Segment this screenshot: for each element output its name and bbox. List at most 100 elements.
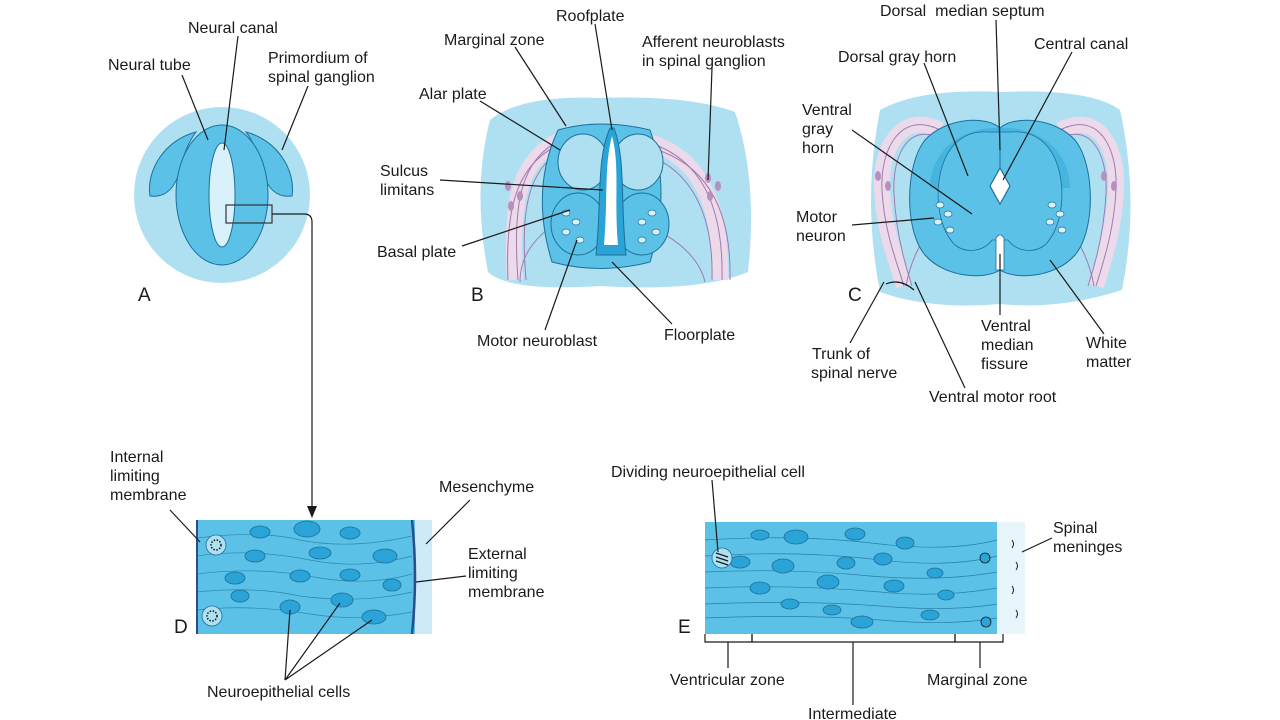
- panel-e-nucleus: [822, 604, 842, 616]
- label-white-matter-line2: matter: [1086, 354, 1132, 371]
- panel-b-motor-neuroblast: [571, 218, 581, 226]
- label-sulcus-line1: Sulcus: [380, 163, 428, 180]
- label-internal-line3: membrane: [110, 487, 187, 504]
- panel-b-figure: Roofplate Marginal zone Afferent neurobl…: [377, 8, 785, 350]
- panel-e-nucleus: [937, 589, 955, 601]
- label-alar-plate: Alar plate: [419, 86, 487, 103]
- label-sulcus-line2: limitans: [380, 182, 434, 199]
- panel-e-nucleus: [844, 527, 866, 541]
- panel-d-nucleus: [361, 609, 387, 625]
- panel-e-nucleus: [749, 581, 771, 595]
- panel-d-nucleus: [249, 525, 271, 539]
- panel-e-dividing-chromosomes: [715, 552, 729, 566]
- label-afferent-line2: in spinal ganglion: [642, 53, 766, 70]
- panel-d-dividing-cell: [205, 534, 227, 556]
- panel-e-nucleus: [816, 574, 840, 590]
- panel-label-d: D: [174, 617, 188, 638]
- panel-d-dividing-cell: [201, 605, 223, 627]
- label-ventricular-zone: Ventricular zone: [670, 672, 785, 689]
- panel-d-nucleus: [293, 520, 321, 538]
- label-white-matter-line1: White: [1086, 335, 1127, 352]
- panel-e-meninges: [995, 522, 1025, 634]
- panel-c-left-ganglion-neuron: [875, 171, 881, 181]
- label-ventral-gray-line3: horn: [802, 140, 834, 157]
- panel-d-external-membrane: [410, 519, 417, 635]
- panel-d-figure: Internal limiting membrane Mesenchyme Ex…: [110, 449, 545, 701]
- label-external-line2: limiting: [468, 565, 518, 582]
- label-primordium-line1: Primordium of: [268, 50, 368, 67]
- label-trunk-line2: spinal nerve: [811, 365, 897, 382]
- label-spinal-meninges-line2: meninges: [1053, 539, 1122, 556]
- label-mesenchyme: Mesenchyme: [439, 479, 534, 496]
- label-central-canal: Central canal: [1034, 36, 1128, 53]
- label-marginal-zone-b: Marginal zone: [444, 32, 545, 49]
- panel-d-nucleus: [244, 549, 266, 563]
- label-ventral-median-line2: median: [981, 337, 1033, 354]
- panel-c-right-ganglion-neuron: [1101, 171, 1107, 181]
- panel-b-motor-neuroblast: [561, 228, 571, 236]
- panel-a-figure: Neural canal Neural tube Primordium of s…: [108, 20, 375, 518]
- panel-e-nucleus: [850, 615, 874, 629]
- panel-e-dividing-cell: [711, 547, 733, 569]
- panel-c-motor-neuron: [945, 226, 955, 234]
- label-neural-tube: Neural tube: [108, 57, 191, 74]
- panel-b-right-ganglion-neuron: [707, 191, 713, 201]
- panel-d-nucleus: [382, 578, 402, 592]
- panel-label-c: C: [848, 285, 862, 306]
- label-ventral-gray-line2: gray: [802, 121, 833, 138]
- label-ventral-gray-line1: Ventral: [802, 102, 852, 119]
- label-basal-plate: Basal plate: [377, 244, 456, 261]
- label-dorsal-gray-horn: Dorsal gray horn: [838, 49, 956, 66]
- panel-e-nucleus: [729, 555, 751, 569]
- label-internal-line2: limiting: [110, 468, 160, 485]
- label-primordium-line2: spinal ganglion: [268, 69, 375, 86]
- panel-c-trunk-bracket: [885, 281, 915, 291]
- label-dorsal-median-septum: Dorsal median septum: [880, 3, 1045, 20]
- label-dividing-cell: Dividing neuroepithelial cell: [611, 464, 805, 481]
- panel-label-e: E: [678, 617, 691, 638]
- panel-a-primordium-left: [148, 131, 198, 197]
- panel-label-b: B: [471, 285, 484, 306]
- panel-e-nucleus: [895, 536, 915, 550]
- panel-e-marginal-cell: [979, 552, 991, 564]
- label-motor-neuroblast: Motor neuroblast: [477, 333, 598, 350]
- panel-e-figure: Dividing neuroepithelial cell Spinal men…: [611, 464, 1122, 720]
- label-floorplate: Floorplate: [664, 327, 735, 344]
- panel-b-right-ganglion-neuron: [715, 181, 721, 191]
- panel-e-nucleus: [920, 609, 940, 621]
- panel-c-motor-neuron: [933, 218, 943, 226]
- panel-e-nucleus: [873, 552, 893, 566]
- panel-b-left-ganglion-neuron: [508, 201, 514, 211]
- label-external-line3: membrane: [468, 584, 545, 601]
- panel-b-neural-canal-lumen: [604, 136, 618, 245]
- panel-c-motor-neuron: [1055, 210, 1065, 218]
- label-spinal-meninges-line1: Spinal: [1053, 520, 1097, 537]
- panel-d-nucleus: [308, 546, 332, 560]
- panel-d-nucleus: [224, 571, 246, 585]
- panel-b-motor-neuroblast: [651, 228, 661, 236]
- panel-c-left-nerve: [873, 116, 945, 289]
- panel-c-ventral-fissure: [995, 234, 1005, 271]
- label-motor-neuron-line2: neuron: [796, 228, 846, 245]
- panel-b-left-ganglion-neuron: [517, 191, 523, 201]
- panel-d-nucleus: [289, 569, 311, 583]
- panel-b-motor-neuroblast: [647, 209, 657, 217]
- label-roofplate: Roofplate: [556, 8, 625, 25]
- panel-e-meninges-marks: [1011, 539, 1018, 619]
- panel-a-sample-arrow-line: [272, 213, 313, 508]
- panel-e-nucleus: [750, 529, 770, 541]
- panel-d-nucleus: [339, 526, 361, 540]
- panel-e-nucleus: [883, 579, 905, 593]
- panel-label-a: A: [138, 285, 151, 306]
- panel-e-nucleus: [836, 556, 856, 570]
- panel-a-neural-canal: [208, 142, 236, 248]
- panel-a-sample-arrowhead: [307, 506, 317, 518]
- label-internal-line1: Internal: [110, 449, 163, 466]
- panel-b-left-ganglion-neuron: [505, 181, 511, 191]
- panel-c-figure: Dorsal median septum Dorsal gray horn Ce…: [796, 3, 1132, 406]
- label-ventral-motor-root: Ventral motor root: [929, 389, 1057, 406]
- panel-c-motor-neuron: [935, 201, 945, 209]
- panel-d-nucleus: [372, 548, 398, 564]
- label-marginal-zone-e: Marginal zone: [927, 672, 1028, 689]
